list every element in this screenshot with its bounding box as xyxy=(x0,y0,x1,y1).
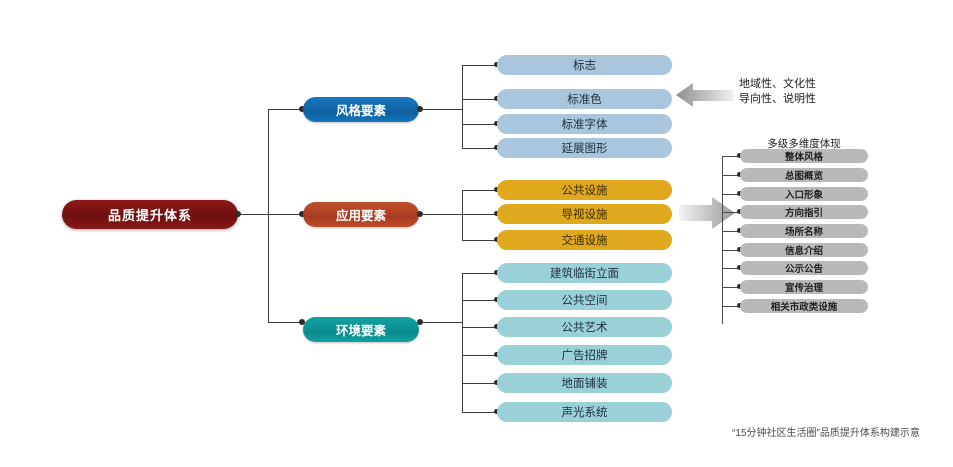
detail-node-4[interactable]: 场所名称 xyxy=(740,224,868,238)
detail-node-1[interactable]: 总图概览 xyxy=(740,168,868,182)
leaf-node-style-2[interactable]: 标准字体 xyxy=(497,114,672,134)
leaf-line-style-2 xyxy=(462,124,497,125)
branch-dot-apply-in xyxy=(299,211,305,217)
leaf-node-env-1[interactable]: 公共空间 xyxy=(497,290,672,310)
detail-dot-7 xyxy=(737,284,742,289)
root-stem-line xyxy=(238,214,268,215)
leaf-line-apply-1 xyxy=(462,214,497,215)
leaf-node-env-4[interactable]: 地面铺装 xyxy=(497,373,672,393)
leaf-line-env-2 xyxy=(462,327,497,328)
main-trunk-line xyxy=(268,109,269,322)
leaf-dot-style-0 xyxy=(494,62,499,67)
leaf-dot-env-5 xyxy=(494,409,499,414)
detail-node-8[interactable]: 相关市政类设施 xyxy=(740,299,868,313)
detail-dot-0 xyxy=(737,153,742,158)
detail-dot-3 xyxy=(737,209,742,214)
leaf-spine-apply xyxy=(462,190,463,240)
detail-node-5[interactable]: 信息介绍 xyxy=(740,243,868,257)
leaf-node-style-3[interactable]: 延展图形 xyxy=(497,138,672,158)
detail-dot-6 xyxy=(737,265,742,270)
leaf-dot-apply-2 xyxy=(494,237,499,242)
leaf-dot-style-1 xyxy=(494,96,499,101)
leaf-line-style-3 xyxy=(462,148,497,149)
leaf-node-env-0[interactable]: 建筑临街立面 xyxy=(497,263,672,283)
branch-dot-style-in xyxy=(299,106,305,112)
branch-line-env xyxy=(268,322,303,323)
leaf-line-env-1 xyxy=(462,300,497,301)
detail-line-0 xyxy=(722,156,740,157)
leaf-dot-env-4 xyxy=(494,380,499,385)
leaf-node-env-3[interactable]: 广告招牌 xyxy=(497,345,672,365)
branch-line-apply xyxy=(268,214,303,215)
figure-caption: “15分钟社区生活圈”品质提升体系构建示意 xyxy=(732,428,920,439)
leaf-line-env-3 xyxy=(462,355,497,356)
leaf-dot-env-1 xyxy=(494,297,499,302)
annotation-arrow-left xyxy=(676,80,734,110)
leaf-line-apply-0 xyxy=(462,190,497,191)
leaf-node-apply-1[interactable]: 导视设施 xyxy=(497,204,672,224)
detail-line-1 xyxy=(722,175,740,176)
leaf-spine-env xyxy=(462,273,463,413)
leaf-dot-style-3 xyxy=(494,145,499,150)
branch-dot-env-in xyxy=(299,319,305,325)
detail-line-5 xyxy=(722,250,740,251)
detail-dot-4 xyxy=(737,228,742,233)
branch-stem-style xyxy=(420,109,462,110)
leaf-node-apply-2[interactable]: 交通设施 xyxy=(497,230,672,250)
leaf-line-env-5 xyxy=(462,412,497,413)
root-node[interactable]: 品质提升体系 xyxy=(62,200,238,229)
detail-dot-8 xyxy=(737,303,742,308)
detail-line-7 xyxy=(722,287,740,288)
leaf-line-env-0 xyxy=(462,273,497,274)
branch-node-style[interactable]: 风格要素 xyxy=(303,97,419,122)
leaf-dot-env-3 xyxy=(494,352,499,357)
detail-node-7[interactable]: 宣传治理 xyxy=(740,280,868,294)
detail-line-8 xyxy=(722,306,740,307)
flow-arrow-right xyxy=(679,196,735,230)
leaf-line-env-4 xyxy=(462,383,497,384)
detail-dot-2 xyxy=(737,191,742,196)
leaf-dot-env-0 xyxy=(494,270,499,275)
detail-dot-5 xyxy=(737,247,742,252)
leaf-node-style-0[interactable]: 标志 xyxy=(497,55,672,75)
detail-line-3 xyxy=(722,212,740,213)
detail-dot-1 xyxy=(737,172,742,177)
detail-column-title: 多级多维度体现 xyxy=(767,138,841,150)
leaf-dot-apply-1 xyxy=(494,211,499,216)
leaf-dot-style-2 xyxy=(494,121,499,126)
detail-line-4 xyxy=(722,231,740,232)
detail-node-6[interactable]: 公示公告 xyxy=(740,261,868,275)
detail-spine xyxy=(722,156,723,324)
leaf-line-style-1 xyxy=(462,99,497,100)
detail-node-2[interactable]: 入口形象 xyxy=(740,187,868,201)
leaf-line-style-0 xyxy=(462,65,497,66)
annotation-line-1: 地域性、文化性 xyxy=(739,78,816,90)
branch-line-style xyxy=(268,109,303,110)
leaf-node-env-2[interactable]: 公共艺术 xyxy=(497,317,672,337)
leaf-dot-env-2 xyxy=(494,324,499,329)
detail-line-2 xyxy=(722,194,740,195)
leaf-node-style-1[interactable]: 标准色 xyxy=(497,89,672,109)
annotation-text: 地域性、文化性 导向性、说明性 xyxy=(739,77,816,107)
leaf-dot-apply-0 xyxy=(494,187,499,192)
detail-node-0[interactable]: 整体风格 xyxy=(740,149,868,163)
detail-line-6 xyxy=(722,268,740,269)
branch-node-env[interactable]: 环境要素 xyxy=(303,317,419,342)
detail-node-3[interactable]: 方向指引 xyxy=(740,205,868,219)
leaf-line-apply-2 xyxy=(462,240,497,241)
annotation-line-2: 导向性、说明性 xyxy=(739,93,816,105)
branch-stem-apply xyxy=(420,214,462,215)
leaf-node-apply-0[interactable]: 公共设施 xyxy=(497,180,672,200)
branch-node-apply[interactable]: 应用要素 xyxy=(303,202,419,227)
branch-stem-env xyxy=(420,322,462,323)
leaf-node-env-5[interactable]: 声光系统 xyxy=(497,402,672,422)
leaf-spine-style xyxy=(462,65,463,148)
